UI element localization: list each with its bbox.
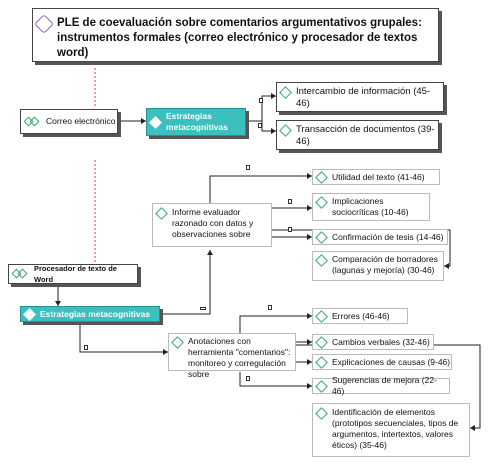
explicaciones-node: Explicaciones de causas (9-46) — [312, 354, 452, 370]
concept-icon — [315, 335, 328, 349]
errores-node: Errores (46-46) — [312, 308, 408, 324]
concept-icon — [315, 170, 328, 184]
cambios-node: Cambios verbales (32-46) — [312, 334, 434, 350]
concept-icon — [25, 117, 41, 127]
marker — [288, 199, 292, 204]
main-title-node: PLE de coevaluación sobre comentarios ar… — [32, 8, 439, 62]
marker — [246, 165, 250, 170]
estrategias-node: Estrategias metacognitivas — [146, 108, 246, 136]
concept-icon — [149, 115, 162, 129]
informe-node: Informe evaluador razonado con datos y o… — [152, 203, 272, 247]
concept-icon — [279, 124, 292, 137]
marker — [288, 227, 292, 232]
marker — [200, 307, 206, 310]
transaccion-node: Transacción de documentos (39-46) — [276, 120, 439, 150]
concept-icon — [315, 379, 328, 393]
marker — [246, 376, 250, 381]
concept-icon — [34, 14, 54, 34]
confirmacion-node: Confirmación de tesis (14-46) — [312, 229, 448, 245]
concept-icon — [279, 86, 292, 99]
main-title: PLE de coevaluación sobre comentarios ar… — [57, 17, 422, 59]
utilidad-node: Utilidad del texto (41-46) — [312, 169, 440, 185]
concept-icon — [155, 207, 168, 220]
identificacion-node: Identificación de elementos (prototipos … — [312, 403, 470, 457]
correo-node: Correo electrónico — [20, 109, 118, 134]
concept-icon — [315, 407, 328, 420]
comparacion-node: Comparación de borradores (lagunas y mej… — [312, 251, 444, 281]
marker — [84, 345, 88, 350]
concept-icon — [315, 355, 328, 369]
concept-icon — [171, 336, 184, 349]
concept-icon — [315, 196, 328, 209]
marker — [259, 98, 263, 103]
marker — [268, 305, 272, 310]
intercambio-node: Intercambio de información (45-46) — [276, 82, 444, 112]
implicaciones-node: Implicaciones sociocríticas (10-46) — [312, 193, 430, 221]
concept-icon — [23, 307, 36, 321]
sugerencias-node: Sugerencias de mejora (22-46) — [312, 375, 450, 396]
marker — [258, 123, 262, 128]
concept-icon — [13, 269, 29, 279]
concept-icon — [315, 309, 328, 323]
concept-icon — [315, 254, 328, 267]
procesador-node: Procesador de texto de Word — [8, 264, 138, 284]
anotaciones-node: Anotaciones con herramienta "comentarios… — [168, 333, 296, 379]
estrategias-node-2: Estrategias metacognitivas — [20, 306, 160, 322]
concept-icon — [315, 230, 328, 244]
